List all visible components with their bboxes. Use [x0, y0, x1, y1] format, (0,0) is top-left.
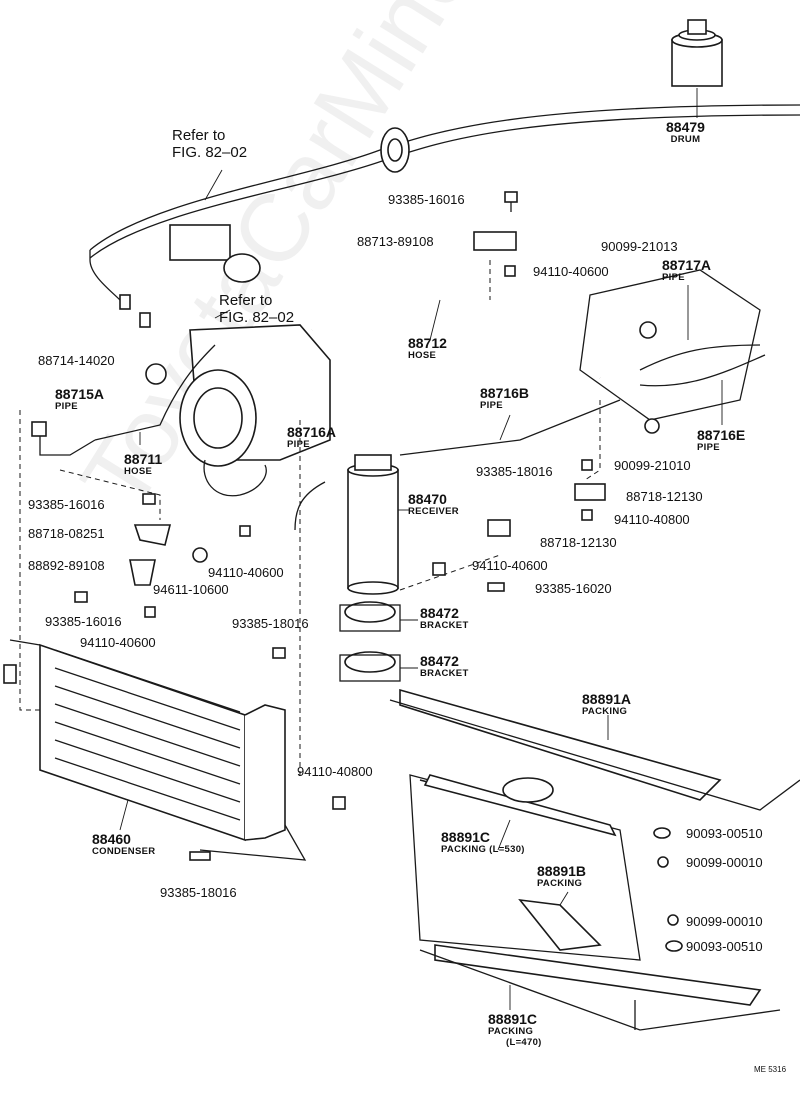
part-88718-12130-a[interactable]: 88718-12130	[626, 489, 703, 504]
part-93385-16016-c[interactable]: 93385-16016	[45, 614, 122, 629]
right-pipes	[579, 269, 766, 434]
refer-to-label-1[interactable]: Refer to FIG. 82–02	[172, 127, 248, 161]
part-name: PIPE	[287, 439, 310, 450]
part-88892-89108[interactable]: 88892-89108	[28, 558, 105, 573]
part-name: BRACKET	[420, 620, 469, 631]
part-90093-00510-a[interactable]: 90093-00510	[686, 826, 763, 841]
dashed-routing	[19, 260, 601, 780]
part-name: HOSE	[408, 350, 437, 361]
part-93385-18016-c[interactable]: 93385-18016	[160, 885, 237, 900]
part-88712[interactable]: 88712 HOSE	[408, 336, 447, 361]
part-88891c-530[interactable]: 88891C PACKING (L=530)	[441, 830, 525, 855]
part-number: 88891B	[537, 863, 587, 879]
part-number: 88716B	[480, 385, 530, 401]
part-94110-40600-c[interactable]: 94110-40600	[80, 635, 156, 650]
part-name: CONDENSER	[92, 846, 156, 857]
part-88714-14020[interactable]: 88714-14020	[38, 353, 115, 368]
part-88715a[interactable]: 88715A PIPE	[55, 387, 104, 412]
part-93385-16016-a[interactable]: 93385-16016	[388, 192, 465, 207]
part-88713-89108[interactable]: 88713-89108	[357, 234, 434, 249]
part-93385-18016-a[interactable]: 93385-18016	[476, 464, 553, 479]
part-94110-40800-b[interactable]: 94110-40800	[297, 764, 373, 779]
compressor-illustration	[169, 224, 331, 497]
pipe-88716a	[294, 481, 326, 531]
part-88891c-470[interactable]: 88891C PACKING (L=470)	[488, 1012, 542, 1047]
part-94110-40600-d[interactable]: 94110-40600	[472, 558, 548, 573]
part-number: 88891C	[488, 1011, 538, 1027]
part-90099-21013[interactable]: 90099-21013	[601, 239, 678, 254]
part-94110-40800-a[interactable]: 94110-40800	[614, 512, 690, 527]
figure-reference: FIG. 82–02	[219, 308, 295, 326]
part-name: DRUM	[670, 134, 701, 145]
bracket-illustrations	[339, 601, 418, 682]
part-88470[interactable]: 88470 RECEIVER	[408, 492, 459, 517]
part-number: 88479	[666, 119, 705, 135]
refer-to-label-2[interactable]: Refer to FIG. 82–02	[219, 292, 295, 326]
part-number: 88716E	[697, 427, 746, 443]
packing-88891a	[389, 688, 800, 811]
part-note: (L=470)	[506, 1036, 542, 1048]
refer-to-text: Refer to	[172, 127, 226, 144]
part-number: 88717A	[662, 257, 712, 273]
part-number: 88470	[408, 491, 447, 507]
part-90099-21010[interactable]: 90099-21010	[614, 458, 691, 473]
part-number: 88472	[420, 653, 459, 669]
part-number: 88712	[408, 335, 447, 351]
part-name: PACKING	[537, 878, 583, 889]
part-88716b[interactable]: 88716B PIPE	[480, 386, 529, 411]
part-number: 88716A	[287, 424, 337, 440]
part-88891b[interactable]: 88891B PACKING	[537, 864, 586, 889]
part-88472-lower[interactable]: 88472 BRACKET	[420, 654, 469, 679]
part-93385-18016-b[interactable]: 93385-18016	[232, 616, 309, 631]
part-number: 88460	[92, 831, 131, 847]
drum-illustration	[671, 19, 723, 118]
part-94110-40600-a[interactable]: 94110-40600	[533, 264, 609, 279]
figure-reference: FIG. 82–02	[172, 143, 248, 161]
part-94110-40600-b[interactable]: 94110-40600	[208, 565, 284, 580]
receiver-illustration	[347, 454, 410, 595]
pipe-88716b	[399, 399, 621, 456]
part-93385-16020[interactable]: 93385-16020	[535, 581, 612, 596]
part-name: PACKING	[488, 1026, 534, 1037]
part-name: PIPE	[480, 400, 503, 411]
condenser-illustration	[3, 639, 307, 861]
part-88716e[interactable]: 88716E PIPE	[697, 428, 745, 453]
part-number: 88891A	[582, 691, 632, 707]
part-name: RECEIVER	[408, 506, 459, 517]
part-88479[interactable]: 88479 DRUM	[666, 120, 705, 145]
part-88717a[interactable]: 88717A PIPE	[662, 258, 711, 283]
part-90093-00510-b[interactable]: 90093-00510	[686, 939, 763, 954]
part-number: 88472	[420, 605, 459, 621]
part-88718-08251[interactable]: 88718-08251	[28, 526, 105, 541]
part-90099-00010-a[interactable]: 90099-00010	[686, 855, 763, 870]
part-name: PIPE	[662, 272, 685, 283]
part-88891a[interactable]: 88891A PACKING	[582, 692, 631, 717]
part-name: PACKING (L=530)	[441, 844, 525, 855]
part-number: 88891C	[441, 829, 491, 845]
part-93385-16016-b[interactable]: 93385-16016	[28, 497, 105, 512]
part-90099-00010-b[interactable]: 90099-00010	[686, 914, 763, 929]
hose-88712	[311, 285, 603, 381]
part-88472-upper[interactable]: 88472 BRACKET	[420, 606, 469, 631]
part-88716a[interactable]: 88716A PIPE	[287, 425, 336, 450]
part-number: 88715A	[55, 386, 105, 402]
part-name: PIPE	[55, 401, 78, 412]
wiring-harness	[89, 104, 800, 328]
part-88711[interactable]: 88711 HOSE	[124, 452, 162, 477]
diagram-id: ME 5316	[754, 1065, 787, 1074]
part-name: PIPE	[697, 442, 720, 453]
part-number: 88711	[124, 451, 163, 467]
pipe-88715a	[31, 344, 216, 456]
refer-to-text: Refer to	[219, 292, 273, 309]
part-name: HOSE	[124, 466, 153, 477]
part-94611-10600[interactable]: 94611-10600	[153, 582, 229, 597]
part-88718-12130-b[interactable]: 88718-12130	[540, 535, 617, 550]
part-name: BRACKET	[420, 668, 469, 679]
fasteners	[74, 191, 683, 952]
radiator-support	[409, 774, 781, 1031]
part-88460[interactable]: 88460 CONDENSER	[92, 832, 155, 857]
part-name: PACKING	[582, 706, 628, 717]
